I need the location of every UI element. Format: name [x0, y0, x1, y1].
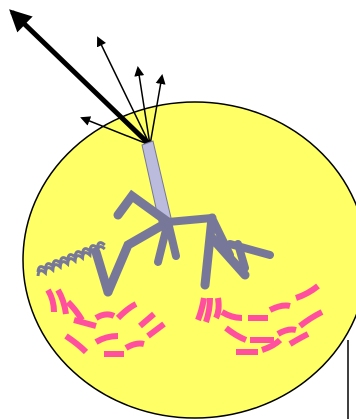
- arrow-icon: [12, 12, 150, 145]
- fragment: [216, 298, 219, 318]
- fragment: [96, 314, 114, 318]
